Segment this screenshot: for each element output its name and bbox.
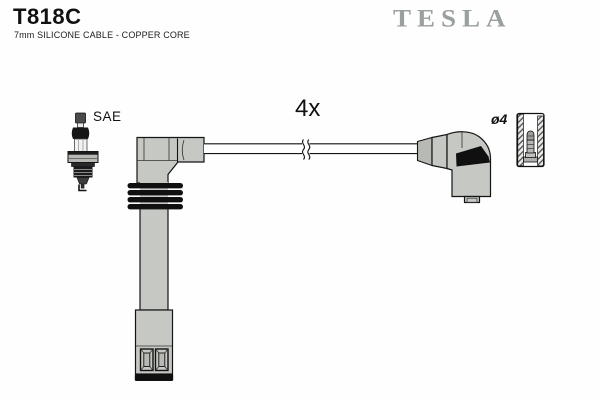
boot-window-right: [154, 348, 169, 372]
tesla-logo: TESLA: [393, 3, 512, 33]
ignition-cable: [204, 139, 418, 160]
part-number: T818C: [13, 4, 82, 29]
connector-grip-band: [456, 146, 490, 167]
cable-break-icon: [301, 139, 311, 160]
spark-plug-boot: [127, 136, 205, 381]
diameter-label: ø4: [491, 111, 508, 127]
terminal-sleeve-cross-section-icon: [516, 112, 545, 168]
right-angle-connector: [416, 131, 492, 204]
sae-terminal-label: SAE: [93, 109, 122, 124]
terminal-stud: [523, 130, 538, 163]
boot-window-left: [139, 348, 154, 372]
part-description: 7mm SILICONE CABLE - COPPER CORE: [14, 30, 190, 40]
boot-ribs: [127, 183, 183, 210]
spark-plug-icon: [67, 112, 99, 192]
quantity-label: 4x: [295, 95, 321, 122]
